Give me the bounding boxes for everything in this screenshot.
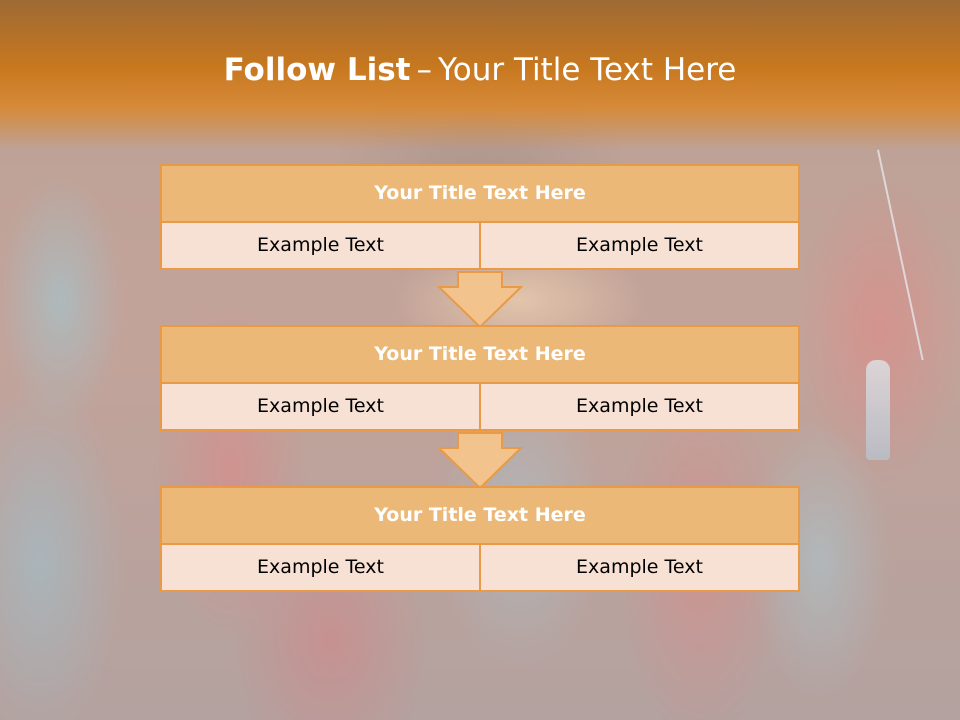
page-title-bold: Follow List [223, 52, 411, 88]
header-band [0, 0, 960, 150]
step-title: Your Title Text Here [162, 488, 798, 545]
step-row: Example Text Example Text [162, 223, 798, 268]
page-title-separator: – [416, 52, 432, 88]
step-right-cell: Example Text [479, 545, 798, 590]
page-title: Follow List–Your Title Text Here [0, 52, 960, 88]
step-box-3: Your Title Text Here Example Text Exampl… [160, 486, 800, 592]
down-arrow-icon [437, 432, 523, 490]
step-right-cell: Example Text [479, 384, 798, 429]
step-title: Your Title Text Here [162, 327, 798, 384]
tassel [866, 360, 890, 460]
step-row: Example Text Example Text [162, 545, 798, 590]
step-left-cell: Example Text [162, 384, 479, 429]
step-box-2: Your Title Text Here Example Text Exampl… [160, 325, 800, 431]
step-left-cell: Example Text [162, 223, 479, 268]
step-left-cell: Example Text [162, 545, 479, 590]
page-title-rest: Your Title Text Here [437, 52, 737, 88]
step-right-cell: Example Text [479, 223, 798, 268]
step-box-1: Your Title Text Here Example Text Exampl… [160, 164, 800, 270]
step-row: Example Text Example Text [162, 384, 798, 429]
down-arrow-icon [437, 271, 523, 329]
step-title: Your Title Text Here [162, 166, 798, 223]
